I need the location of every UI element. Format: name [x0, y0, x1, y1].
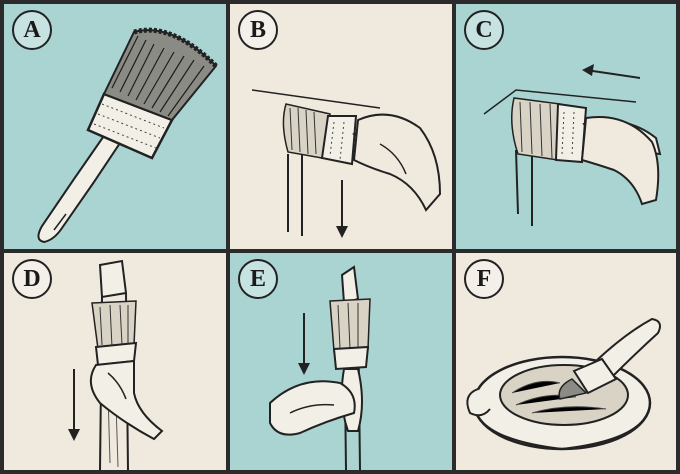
panel-label-badge: A [12, 10, 52, 50]
panel-label-badge: F [464, 259, 504, 299]
panel-label-badge: C [464, 10, 504, 50]
panel-label-badge: D [12, 259, 52, 299]
panel-label-badge: E [238, 259, 278, 299]
panel-f: F [456, 253, 676, 470]
panel-d: D [4, 253, 226, 470]
panel-e: E [230, 253, 452, 470]
panel-label-badge: B [238, 10, 278, 50]
panel-c: C [456, 4, 676, 249]
panel-a: A [4, 4, 226, 249]
illustration-grid: A B [4, 4, 676, 470]
panel-b: B [230, 4, 452, 249]
